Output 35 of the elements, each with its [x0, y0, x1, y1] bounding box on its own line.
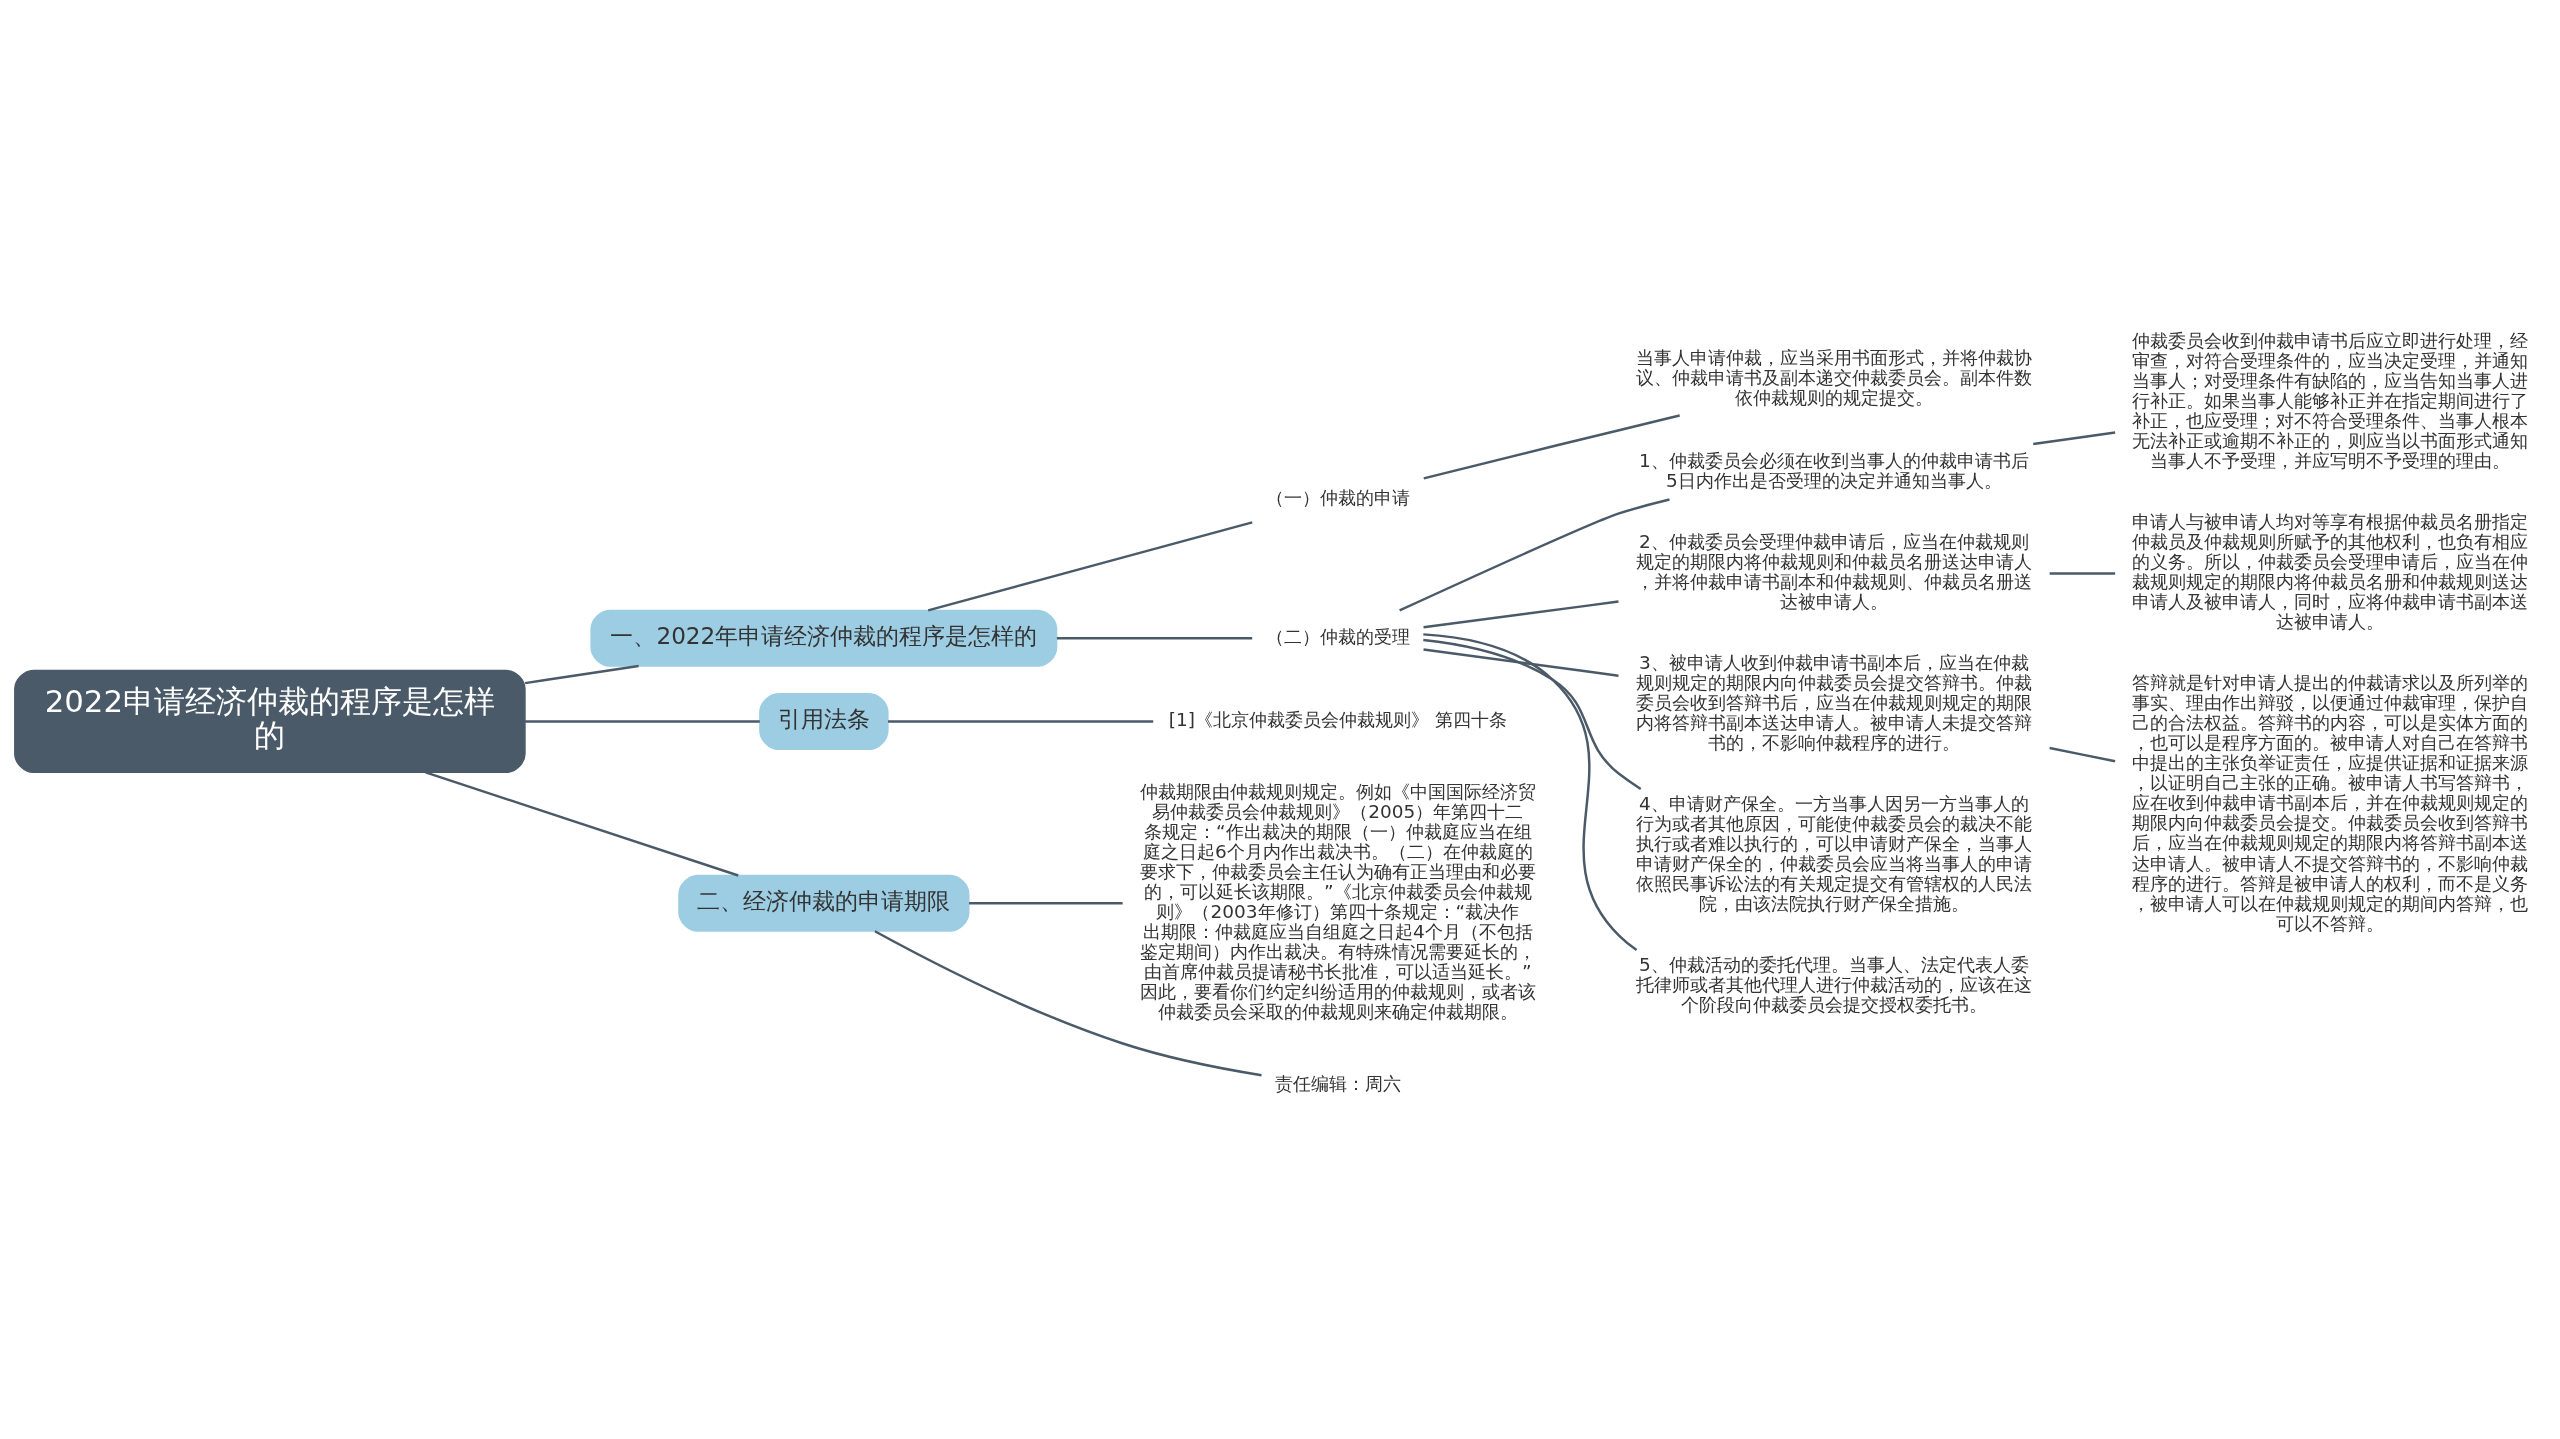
connector: [1423, 648, 1619, 677]
node-text: （二）仲裁的受理: [1265, 625, 1410, 647]
connector: [525, 720, 760, 723]
connector: [2049, 746, 2116, 763]
connector: [2033, 431, 2116, 446]
connector: [888, 720, 1154, 723]
connector: [2049, 572, 2116, 575]
connector: [1423, 638, 1642, 790]
node-text: 5、仲裁活动的委托代理。当事人、法定代表人委托律师或者其他代理人进行仲裁活动的，应该在这个阶段向仲裁委员会提交授权委托书。: [1635, 954, 2032, 1016]
connector: [425, 771, 739, 877]
node-text: 责任编辑：周六: [1274, 1072, 1401, 1094]
node-box: 一、2022年申请经济仲裁的程序是怎样的: [590, 609, 1058, 667]
node-text: 申请人与被申请人均对等享有根据仲裁员名册指定仲裁员及仲裁规则所赋予的其他权利，也负有相应的义务。所以，仲裁委员会受理申请后，应当在仲裁规则规定的期限内将仲裁员名册和仲裁规则送达申请人及被申请人，同时，应将仲裁申请书副本送达被申请人。: [2132, 511, 2529, 633]
connector: [969, 902, 1123, 905]
node-text: 3、被申请人收到仲裁申请书副本后，应当在仲裁规则规定的期限内向仲裁委员会提交答辩书。仲裁委员会收到答辩书后，应当在仲裁规则规定的期限内将答辩书副本送达申请人。被申请人未提交答辩书的，不影响仲裁程序的进行。: [1635, 652, 2032, 754]
node-text: 仲裁期限由仲裁规则规定。例如《中国国际经济贸易仲裁委员会仲裁规则》（2005）年第四十二条规定：“作出裁决的期限（一）仲裁庭应当在组庭之日起6个月内作出裁决书。（二）在仲裁庭的要求下，仲裁委员会主任认为确有正当理由和必要的，可以延长该期限。”《北京仲裁委员会仲裁规则》（2003年修订）第四十条规定：“裁决作出期限：仲裁庭应当自组庭之日起4个月（不包括鉴定期间）内作出裁决。有特殊情况需要延长的，由首席仲裁员提请秘书长批准，可以适当延长。”因此，要看你们约定纠纷适用的仲裁规则，或者该仲裁委员会采取的仲裁规则来确定仲裁期限。: [1139, 780, 1536, 1023]
connector: [1056, 636, 1253, 640]
node-box: 引用法条: [759, 692, 889, 750]
node-box: 二、经济仲裁的申请期限: [678, 874, 970, 932]
connector: [524, 664, 639, 685]
node-text: 1、仲裁委员会必须在收到当事人的仲裁申请书后5日内作出是否受理的决定并通知当事人。: [1639, 449, 2029, 491]
connector: [1399, 498, 1670, 612]
node-text: 2、仲裁委员会受理仲裁申请后，应当在仲裁规则规定的期限内将仲裁规则和仲裁员名册送达申请人，并将仲裁申请书副本和仲裁规则、仲裁员名册送达被申请人。: [1635, 531, 2032, 613]
connector: [1423, 600, 1619, 629]
connector: [874, 930, 1262, 1077]
node-box: 2022申请经济仲裁的程序是怎样的: [14, 669, 526, 774]
node-text: 仲裁委员会收到仲裁申请书后应立即进行处理，经审查，对符合受理条件的，应当决定受理，并通知当事人；对受理条件有缺陷的，应当告知当事人进行补正。如果当事人能够补正并在指定期间进行了补正，也应受理；对不符合受理条件、当事人根本无法补正或逾期不补正的，则应当以书面形式通知当事人不予受理，并应写明不予受理的理由。: [2132, 330, 2529, 472]
node-text: [1]《北京仲裁委员会仲裁规则》 第四十条: [1168, 709, 1507, 731]
node-text: 答辩就是针对申请人提出的仲裁请求以及所列举的事实、理由作出辩驳，以便通过仲裁审理，保护自己的合法权益。答辩书的内容，可以是实体方面的，也可以是程序方面的。被申请人对自己在答辩书中提出的主张负举证责任，应提供证据和证据来源，以证明自己主张的正确。被申请人书写答辩书，应在收到仲裁申请书副本后，并在仲裁规则规定的期限内向仲裁委员会提交。仲裁委员会收到答辩书后，应当在仲裁规则规定的期限内将答辩书副本送达申请人。被申请人不提交答辩书的，不影响仲裁程序的进行。答辩是被申请人的权利，而不是义务，被申请人可以在仲裁规则规定的期间内答辩，也可以不答辩。: [2132, 672, 2529, 934]
connector: [1423, 633, 1638, 952]
node-text: 4、申请财产保全。一方当事人因另一方当事人的行为或者其他原因，可能使仲裁委员会的裁决不能执行或者难以执行的，可以申请财产保全，当事人申请财产保全的，仲裁委员会应当将当事人的申请依照民事诉讼法的有关规定提交有管辖权的人民法院，由该法院执行财产保全措施。: [1635, 793, 2032, 915]
node-text: （一）仲裁的申请: [1265, 487, 1410, 509]
connector: [927, 521, 1253, 612]
node-text: 当事人申请仲裁，应当采用书面形式，并将仲裁协议、仲裁申请书及副本递交仲裁委员会。副本件数依仲裁规则的规定提交。: [1635, 347, 2032, 409]
connector: [1423, 414, 1680, 480]
